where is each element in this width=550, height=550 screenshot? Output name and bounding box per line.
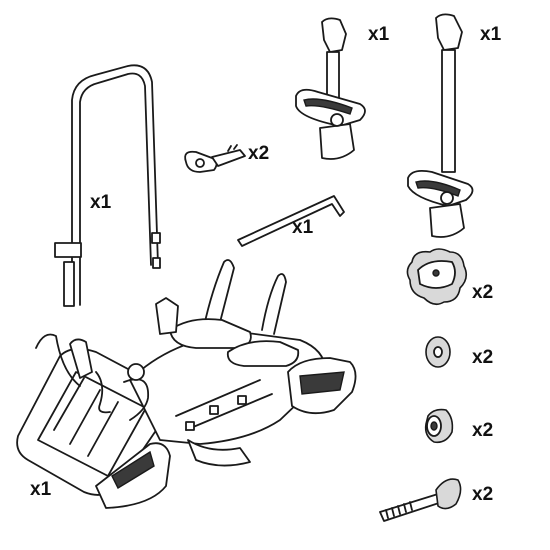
hex-key-drawing: [237, 195, 345, 247]
bike-carrier-drawing: [16, 259, 357, 509]
short-wheel-holder-drawing: [295, 17, 366, 160]
bike-carrier-quantity: x1: [30, 479, 52, 500]
hex-key-quantity: x1: [292, 217, 314, 238]
frame-arm-drawing: [54, 64, 161, 307]
long-wheel-holder-quantity: x1: [480, 24, 502, 45]
spacer-quantity: x2: [472, 420, 494, 441]
star-knob-drawing: [406, 248, 468, 306]
washer-drawing: [425, 336, 451, 368]
star-knob-quantity: x2: [472, 282, 494, 303]
washer-quantity: x2: [472, 347, 494, 368]
bolt-drawing: [379, 478, 462, 522]
lock-key-quantity: x2: [248, 143, 270, 164]
spacer-drawing: [424, 408, 454, 444]
frame-arm-quantity: x1: [90, 192, 112, 213]
lock-key-drawing: [184, 144, 246, 173]
long-wheel-holder-drawing: [407, 13, 474, 238]
short-wheel-holder-quantity: x1: [368, 24, 390, 45]
bolt-quantity: x2: [472, 484, 494, 505]
